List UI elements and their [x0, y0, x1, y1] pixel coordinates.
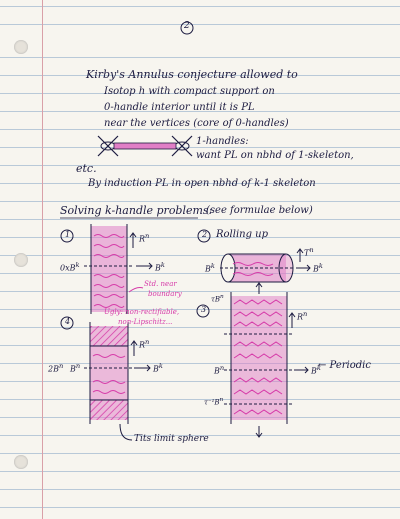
page-number-circle	[180, 21, 194, 35]
intro-line-4: near the vertices (core of 0-handles)	[104, 118, 289, 129]
fig2-label-bk-left: Bk	[205, 262, 215, 274]
intro-line-3: 0-handle interior until it is PL	[104, 102, 255, 113]
intro-line-1: Kirby's Annulus conjecture allowed to	[86, 68, 298, 81]
fig4-strip	[84, 322, 151, 441]
fig3-label-rn: Rn	[297, 310, 308, 322]
fig2-cylinder	[220, 248, 311, 283]
fig3-label-bk: Bk	[311, 364, 321, 376]
fig3-strip	[224, 282, 309, 438]
fig1-label-left: 0xBk	[60, 261, 80, 273]
fig2-number-circle	[197, 229, 211, 243]
fig4-limit-note: Tits limit sphere	[134, 434, 209, 444]
fig4-label-bk: Bk	[153, 362, 163, 374]
fig1-note-2: boundary	[148, 290, 182, 298]
fig4-ugly-1: Ugly: non-rectifiable,	[104, 308, 180, 316]
fig3-periodic: ← Periodic	[318, 360, 371, 371]
fig4-label-rn: Rn	[139, 338, 150, 350]
page-number: 2	[184, 21, 190, 31]
binder-hole	[14, 455, 28, 469]
fig1-number-circle	[60, 229, 74, 243]
fig1-label-rn: Rn	[139, 232, 150, 244]
fig1-note-1: Std. near	[144, 280, 177, 288]
fig2-label-bk-right: Bk	[313, 262, 323, 274]
fig1-label-bk: Bk	[155, 261, 165, 273]
fig4-ugly-2: non-Lipschitz...	[118, 318, 173, 326]
handles-line-2: want PL on nbhd of 1-skeleton,	[196, 150, 354, 161]
fig2-title: Rolling up	[216, 229, 269, 240]
fig3-label-top: τBn	[211, 294, 224, 304]
handles-etc: etc.	[76, 162, 97, 175]
binder-hole	[14, 40, 28, 54]
binder-hole	[14, 253, 28, 267]
fig1-number: 1	[65, 230, 71, 239]
margin-line	[42, 0, 43, 519]
fig4-label-left: 2Bn	[48, 362, 64, 374]
fig4-number-circle	[60, 316, 74, 330]
fig3-label-bot: τ⁻¹Bn	[204, 397, 224, 407]
section-note: (see formulae below)	[206, 205, 313, 216]
handles-line-1: 1-handles:	[196, 136, 249, 147]
crossed-handle-sketch	[97, 135, 193, 157]
fig3-number-circle	[196, 304, 210, 318]
intro-line-2: Isotop h with compact support on	[104, 86, 275, 97]
fig3-label-mid: Bn	[214, 364, 225, 376]
handles-induction: By induction PL in open nbhd of k-1 skel…	[88, 178, 316, 189]
fig4-label-bn: Bn	[70, 362, 81, 374]
fig3-number: 3	[201, 305, 207, 314]
fig4-number: 4	[65, 317, 71, 326]
fig2-number: 2	[202, 230, 208, 239]
fig1-strip	[84, 224, 153, 314]
fig2-label-tn: Tn	[304, 246, 314, 258]
section-title: Solving k-handle problems:	[60, 204, 213, 217]
